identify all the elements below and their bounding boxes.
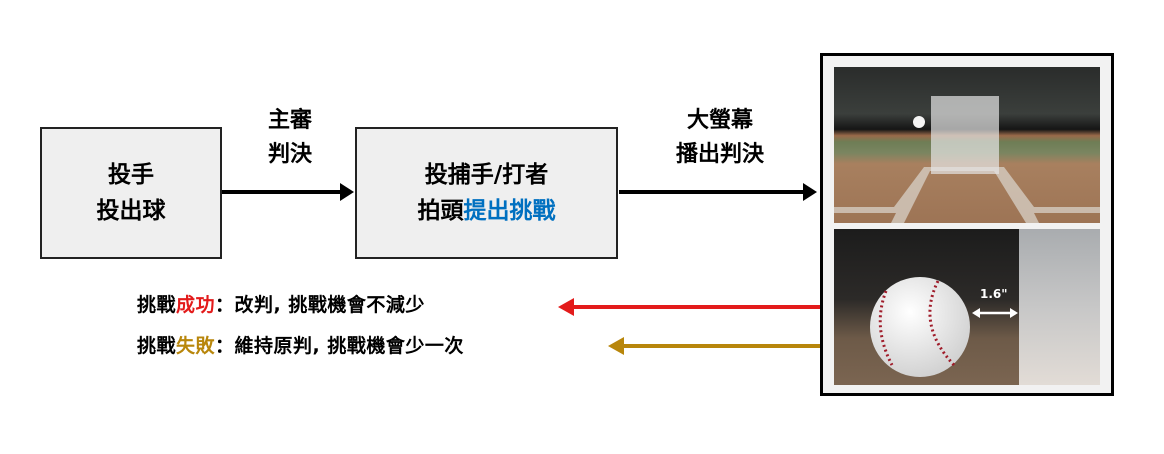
distance-label: 1.6": [980, 287, 1008, 301]
screen-label: 大螢幕 播出判決: [650, 104, 790, 172]
screen-label-line1: 大螢幕: [686, 108, 753, 133]
success-text: ：改判, 挑戰機會不減少: [215, 294, 425, 316]
failure-prefix: 挑戰: [137, 335, 177, 357]
failure-keyword: 失敗: [176, 335, 216, 357]
ball-icon: [913, 116, 925, 128]
umpire-label-line1: 主審: [267, 108, 312, 133]
umpire-arrow: [222, 183, 354, 201]
challenger-line2: 拍頭提出挑戰: [418, 193, 556, 229]
challenger-box: 投捕手/打者 拍頭提出挑戰: [355, 127, 618, 259]
strike-zone-edge: [1019, 229, 1100, 385]
screen-arrow: [619, 183, 817, 201]
pitch-replay-image: [834, 67, 1100, 223]
umpire-label: 主審 判決: [240, 104, 340, 172]
success-result: 挑戰成功：改判, 挑戰機會不減少: [137, 290, 425, 317]
baseball-icon: [870, 277, 1018, 377]
failure-arrow: [608, 337, 820, 355]
success-keyword: 成功: [176, 294, 216, 316]
challenger-line1: 投捕手/打者: [424, 162, 549, 188]
success-prefix: 挑戰: [137, 294, 177, 316]
challenger-line2-prefix: 拍頭: [417, 198, 464, 224]
failure-text: ：維持原判, 挑戰機會少一次: [215, 335, 464, 357]
pitcher-line2: 投出球: [96, 198, 166, 224]
challenge-highlight: 提出挑戰: [463, 198, 556, 224]
umpire-label-line2: 判決: [267, 142, 312, 167]
ball-closeup-image: 1.6": [834, 229, 1100, 385]
pitcher-box: 投手 投出球: [40, 127, 222, 259]
replay-screen: 1.6": [820, 53, 1114, 396]
strike-zone: [931, 96, 999, 174]
screen-label-line2: 播出判決: [675, 142, 764, 167]
pitcher-line1: 投手: [108, 162, 154, 188]
home-plate-scene: [834, 96, 1100, 223]
success-arrow: [558, 298, 820, 316]
failure-result: 挑戰失敗：維持原判, 挑戰機會少一次: [137, 331, 464, 358]
